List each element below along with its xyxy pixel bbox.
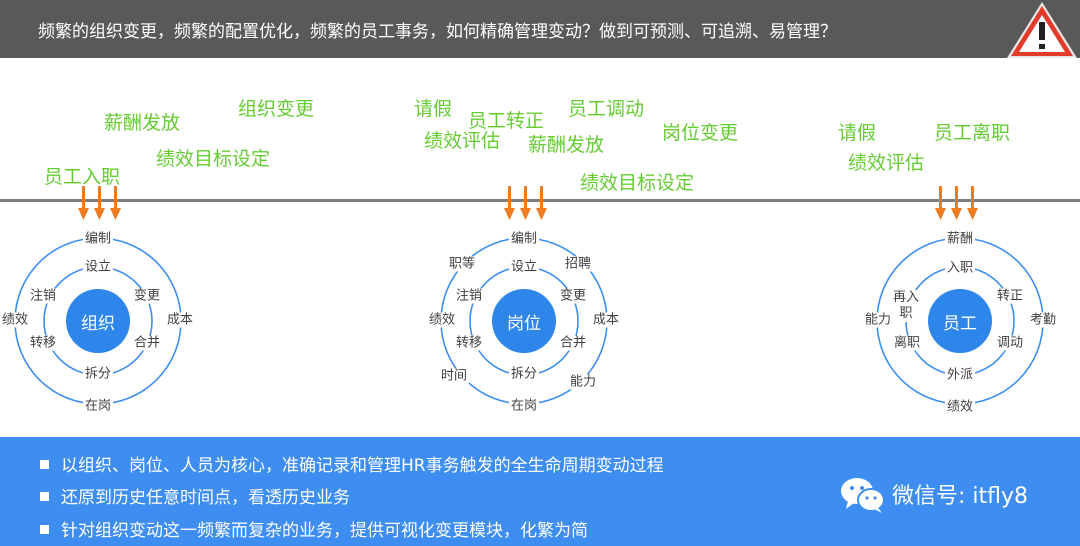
org-inner-label: 拆分 bbox=[82, 366, 114, 382]
position-inner-label: 注销 bbox=[453, 288, 485, 304]
bullet-text: 以组织、岗位、人员为核心，准确记录和管理HR事务触发的全生命周期变动过程 bbox=[61, 456, 664, 476]
event-leave: 请假 bbox=[414, 98, 453, 120]
position-inner-label: 拆分 bbox=[508, 366, 540, 382]
position-outer-label: 成本 bbox=[590, 312, 622, 328]
event-salary: 薪酬发放 bbox=[528, 134, 605, 156]
event-evaluation: 绩效评估 bbox=[848, 152, 925, 174]
event-org-change: 组织变更 bbox=[238, 98, 315, 120]
position-inner-label: 变更 bbox=[557, 288, 589, 304]
event-target-setting: 绩效目标设定 bbox=[156, 148, 271, 170]
org-outer-label: 在岗 bbox=[82, 398, 114, 414]
event-transfer: 员工调动 bbox=[568, 98, 645, 120]
header-title: 频繁的组织变更，频繁的配置优化，频繁的员工事务，如何精确管理变动？做到可预测、可… bbox=[38, 22, 837, 42]
position-outer-label: 能力 bbox=[567, 374, 599, 390]
down-arrows-icon bbox=[78, 186, 121, 220]
org-wheel: 组织 设立 变更 合并 拆分 转移 注销 编制 成本 在岗 绩效 bbox=[0, 221, 198, 421]
event-leave: 请假 bbox=[838, 122, 877, 144]
position-inner-label: 转移 bbox=[453, 335, 485, 351]
employee-inner-label: 再入职 bbox=[892, 290, 920, 322]
employee-inner-label: 转正 bbox=[994, 288, 1026, 304]
warning-icon bbox=[1007, 2, 1077, 58]
org-hub: 组织 bbox=[66, 289, 130, 353]
employee-outer-label: 能力 bbox=[862, 312, 894, 328]
event-regularization: 员工转正 bbox=[468, 110, 545, 132]
employee-outer-label: 绩效 bbox=[944, 399, 976, 415]
employee-hub: 员工 bbox=[928, 289, 992, 353]
employee-inner-label: 外派 bbox=[944, 367, 976, 383]
event-position-change: 岗位变更 bbox=[662, 122, 739, 144]
employee-inner-label: 离职 bbox=[891, 335, 923, 351]
wechat-id: 微信号: itfly8 bbox=[892, 484, 1029, 509]
org-outer-label: 绩效 bbox=[0, 312, 31, 328]
bullet-text: 还原到历史任意时间点，看透历史业务 bbox=[61, 488, 350, 508]
position-wheel: 岗位 设立 变更 合并 拆分 转移 注销 编制 招聘 成本 能力 在岗 时间 绩… bbox=[424, 221, 624, 421]
employee-wheel: 员工 入职 转正 调动 外派 离职 再入职 薪酬 考勤 绩效 能力 bbox=[860, 221, 1060, 421]
employee-inner-label: 调动 bbox=[994, 335, 1026, 351]
bullet-item: 针对组织变动这一频繁而复杂的业务，提供可视化变更模块，化繁为简 bbox=[40, 516, 588, 541]
position-outer-label: 编制 bbox=[508, 231, 540, 247]
org-inner-label: 变更 bbox=[131, 288, 163, 304]
event-resignation: 员工离职 bbox=[934, 122, 1011, 144]
position-inner-label: 合并 bbox=[557, 335, 589, 351]
position-outer-label: 绩效 bbox=[426, 312, 458, 328]
org-inner-label: 注销 bbox=[27, 288, 59, 304]
position-outer-label: 在岗 bbox=[508, 398, 540, 414]
bullet-item: 以组织、岗位、人员为核心，准确记录和管理HR事务触发的全生命周期变动过程 bbox=[40, 451, 664, 476]
event-target-setting: 绩效目标设定 bbox=[580, 172, 695, 194]
footer-bar: 以组织、岗位、人员为核心，准确记录和管理HR事务触发的全生命周期变动过程 还原到… bbox=[0, 437, 1080, 546]
down-arrows-icon bbox=[504, 186, 547, 220]
down-arrows-icon bbox=[935, 186, 978, 220]
position-outer-label: 招聘 bbox=[562, 256, 594, 272]
org-outer-label: 编制 bbox=[82, 231, 114, 247]
employee-inner-label: 入职 bbox=[944, 260, 976, 276]
event-evaluation: 绩效评估 bbox=[424, 130, 501, 152]
event-salary: 薪酬发放 bbox=[104, 112, 181, 134]
header-bar: 频繁的组织变更，频繁的配置优化，频繁的员工事务，如何精确管理变动？做到可预测、可… bbox=[0, 0, 1080, 58]
bullet-item: 还原到历史任意时间点，看透历史业务 bbox=[40, 483, 350, 508]
employee-outer-label: 考勤 bbox=[1027, 312, 1059, 328]
org-inner-label: 转移 bbox=[27, 335, 59, 351]
position-outer-label: 职等 bbox=[446, 256, 478, 272]
event-onboarding: 员工入职 bbox=[44, 166, 121, 188]
org-outer-label: 成本 bbox=[164, 312, 196, 328]
org-inner-label: 合并 bbox=[131, 335, 163, 351]
position-hub: 岗位 bbox=[492, 289, 556, 353]
position-outer-label: 时间 bbox=[438, 368, 470, 384]
wechat-icon bbox=[841, 478, 885, 513]
bullet-text: 针对组织变动这一频繁而复杂的业务，提供可视化变更模块，化繁为简 bbox=[61, 521, 588, 541]
employee-outer-label: 薪酬 bbox=[944, 231, 976, 247]
position-inner-label: 设立 bbox=[508, 259, 540, 275]
org-inner-label: 设立 bbox=[82, 259, 114, 275]
